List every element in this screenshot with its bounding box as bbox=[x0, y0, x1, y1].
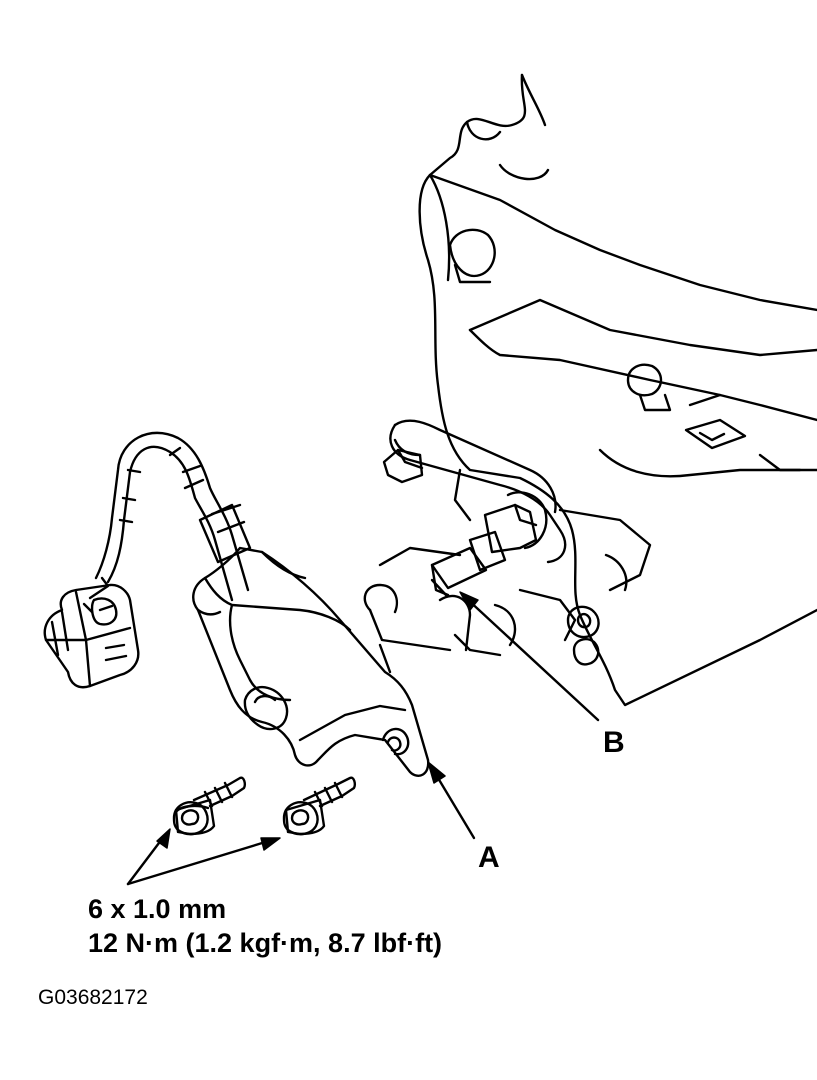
figure-id: G03682172 bbox=[38, 986, 148, 1009]
bolt-left bbox=[172, 776, 246, 836]
shaft-bracket bbox=[363, 419, 567, 657]
torque-spec-label: 12 N·m (1.2 kgf·m, 8.7 lbf·ft) bbox=[88, 928, 443, 958]
wire-harness bbox=[88, 431, 252, 602]
leader-arrow-b bbox=[459, 591, 600, 722]
transmission-housing bbox=[418, 73, 817, 707]
bolt-right bbox=[282, 776, 356, 836]
connector-plug bbox=[43, 583, 140, 689]
bolt-size-label: 6 x 1.0 mm bbox=[88, 894, 227, 924]
callout-a: A bbox=[478, 841, 500, 874]
leader-arrow-a bbox=[427, 761, 476, 840]
callout-b: B bbox=[603, 726, 625, 759]
leader-arrows-bolts bbox=[126, 828, 281, 886]
switch-body bbox=[192, 546, 430, 777]
